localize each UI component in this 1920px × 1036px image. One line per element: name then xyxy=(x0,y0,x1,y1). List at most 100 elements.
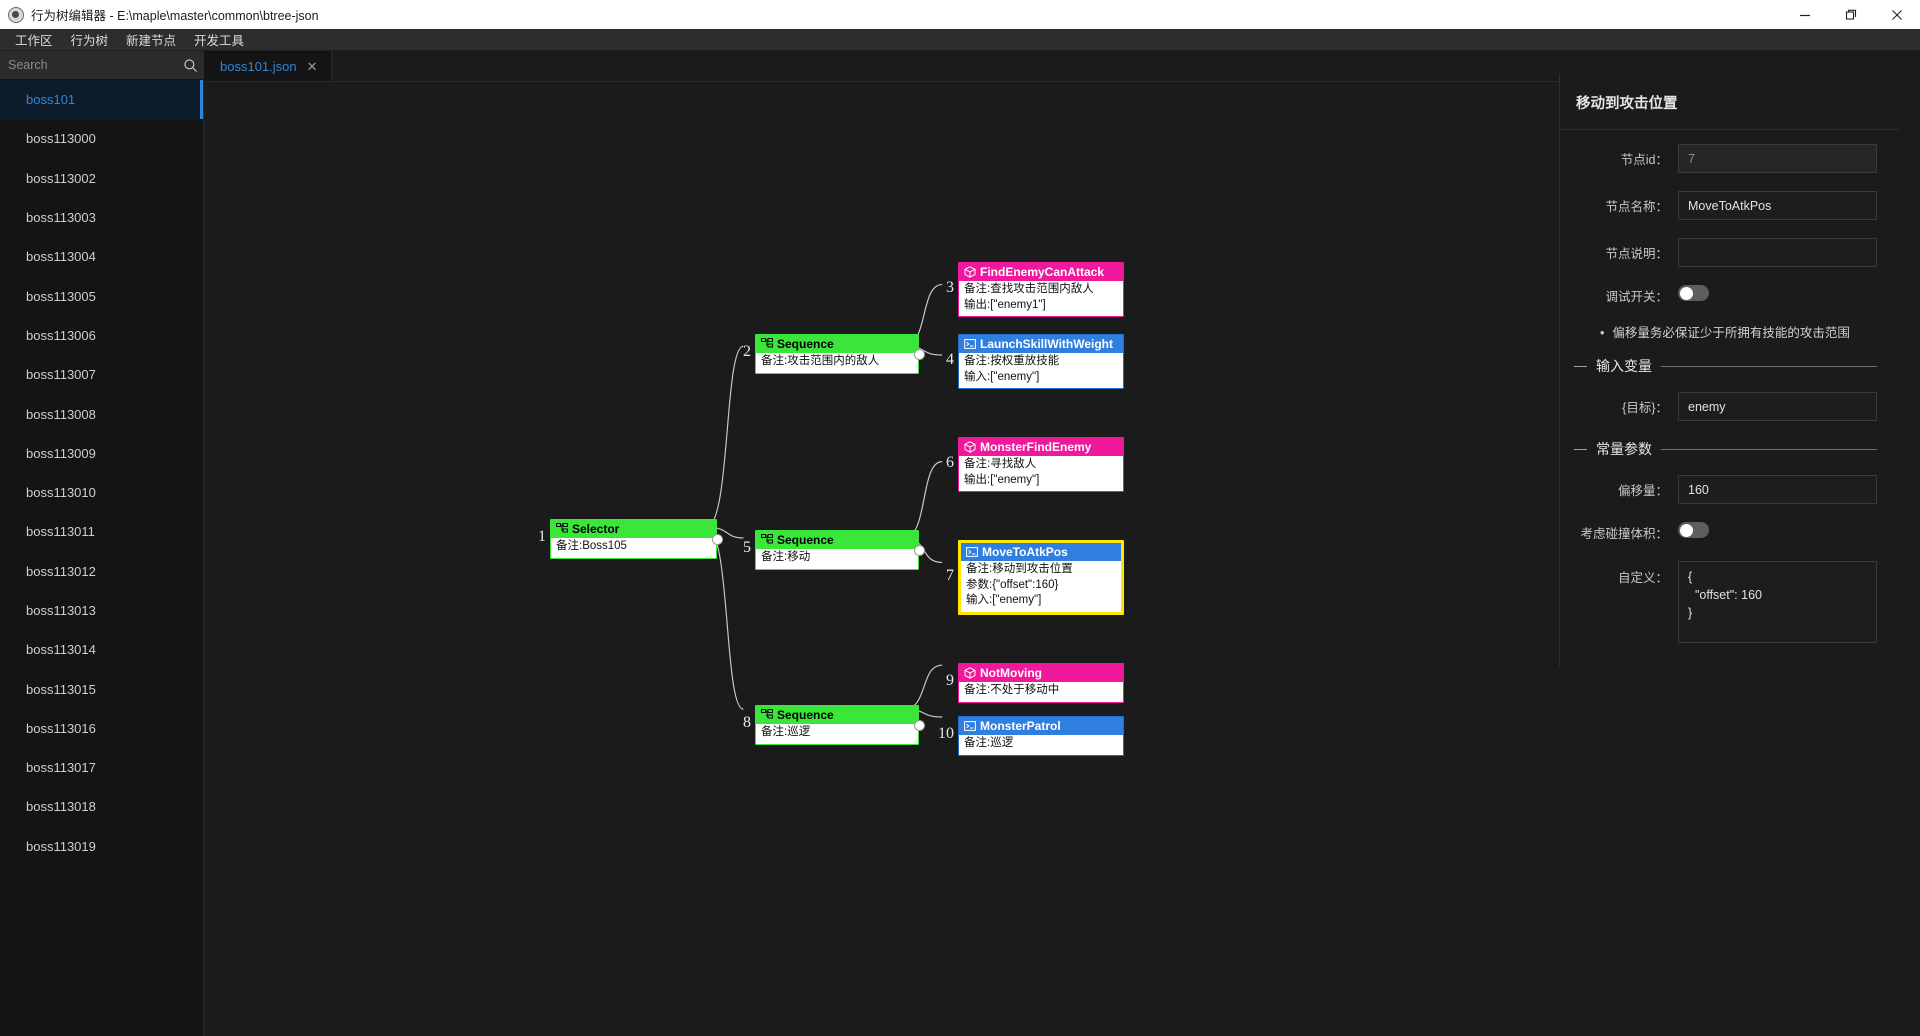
toggle-knob-icon xyxy=(1679,286,1693,300)
condition-icon xyxy=(964,667,976,679)
sidebar-item-boss113019[interactable]: boss113019 xyxy=(0,827,203,866)
node-output-port[interactable] xyxy=(914,720,925,731)
collapse-dash-icon[interactable] xyxy=(1574,365,1587,367)
app-circle-icon xyxy=(8,6,24,23)
tree-node-Sequence[interactable]: Sequence 备注:攻击范围内的敌人 xyxy=(755,334,919,374)
sidebar-item-boss113006[interactable]: boss113006 xyxy=(0,316,203,355)
node-header: MoveToAtkPos xyxy=(961,543,1121,561)
node-title: Selector xyxy=(572,522,620,536)
sidebar-item-boss113013[interactable]: boss113013 xyxy=(0,591,203,630)
sidebar-item-boss113003[interactable]: boss113003 xyxy=(0,198,203,237)
sidebar-item-label: boss113004 xyxy=(26,249,96,265)
node-title: LaunchSkillWithWeight xyxy=(980,337,1114,351)
sidebar-item-boss113016[interactable]: boss113016 xyxy=(0,709,203,748)
collapse-dash-icon[interactable] xyxy=(1574,448,1587,450)
node-index-label: 5 xyxy=(743,539,751,556)
tab-close-icon[interactable]: ✕ xyxy=(306,58,318,74)
node-output-port[interactable] xyxy=(712,534,723,545)
node-header: LaunchSkillWithWeight xyxy=(959,335,1123,353)
sidebar-item-boss113014[interactable]: boss113014 xyxy=(0,630,203,669)
collision-toggle[interactable] xyxy=(1678,522,1709,538)
node-output-port[interactable] xyxy=(914,349,925,360)
menu-item-new-node[interactable]: 新建节点 xyxy=(126,34,177,48)
field-collision: 考虑碰撞体积： xyxy=(1560,522,1899,543)
sidebar-item-label: boss113018 xyxy=(26,799,96,815)
input-target-input[interactable] xyxy=(1678,392,1877,421)
node-body: 备注:移动 xyxy=(756,549,918,569)
sidebar-item-boss113002[interactable]: boss113002 xyxy=(0,159,203,198)
sidebar-item-label: boss113016 xyxy=(26,720,96,736)
sidebar-item-boss113000[interactable]: boss113000 xyxy=(0,119,203,158)
node-title: Sequence xyxy=(777,337,834,351)
node-body: 备注:寻找敌人输出:["enemy"] xyxy=(959,456,1123,491)
sidebar-item-boss113009[interactable]: boss113009 xyxy=(0,434,203,473)
section-input-vars: 输入变量 xyxy=(1560,356,1899,376)
sidebar-item-label: boss113009 xyxy=(26,445,96,461)
node-detail-line: 备注:Boss105 xyxy=(556,540,627,552)
tree-node-Selector[interactable]: Selector 备注:Boss105 xyxy=(550,519,717,559)
sidebar-item-boss113007[interactable]: boss113007 xyxy=(0,355,203,394)
tab-boss101-json[interactable]: boss101.json ✕ xyxy=(204,51,332,81)
sidebar-item-boss113005[interactable]: boss113005 xyxy=(0,276,203,315)
node-id-input xyxy=(1678,144,1877,173)
sidebar-item-label: boss113010 xyxy=(26,485,96,501)
sidebar-item-label: boss113011 xyxy=(26,524,95,540)
sidebar-item-label: boss113002 xyxy=(26,170,96,186)
menu-item-behavior-tree[interactable]: 行为树 xyxy=(70,34,109,48)
section-title: 常量参数 xyxy=(1596,441,1652,457)
node-detail-line: 备注:移动到攻击位置 xyxy=(966,563,1073,575)
menu-item-dev-tools[interactable]: 开发工具 xyxy=(194,34,245,48)
sidebar-item-boss101[interactable]: boss101 xyxy=(0,80,203,120)
sidebar-item-boss113015[interactable]: boss113015 xyxy=(0,669,203,708)
sidebar-item-label: boss113008 xyxy=(26,406,96,422)
sidebar-item-label: boss113015 xyxy=(26,681,96,697)
node-index-label: 1 xyxy=(538,528,546,545)
minimize-icon[interactable] xyxy=(1782,0,1828,29)
close-icon[interactable] xyxy=(1874,0,1920,29)
field-node-desc: 节点说明： xyxy=(1560,238,1899,267)
maximize-icon[interactable] xyxy=(1828,0,1874,29)
node-detail-line: 备注:巡逻 xyxy=(964,737,1014,749)
sidebar-item-boss113010[interactable]: boss113010 xyxy=(0,473,203,512)
node-output-port[interactable] xyxy=(914,545,925,556)
sidebar-item-boss113017[interactable]: boss113017 xyxy=(0,748,203,787)
offset-input[interactable] xyxy=(1678,475,1877,504)
search-input[interactable] xyxy=(0,58,177,72)
tab-bar: boss101.json ✕ xyxy=(204,51,1559,82)
sidebar-item-boss113018[interactable]: boss113018 xyxy=(0,787,203,826)
sidebar-item-boss113012[interactable]: boss113012 xyxy=(0,552,203,591)
node-body: 备注:巡逻 xyxy=(756,724,918,744)
node-header: Sequence xyxy=(756,531,918,549)
note-text: 偏移量务必保证少于所拥有技能的攻击范围 xyxy=(1612,326,1850,340)
search-icon[interactable] xyxy=(177,51,203,80)
node-body: 备注:攻击范围内的敌人 xyxy=(756,353,918,373)
properties-title: 移动到攻击位置 xyxy=(1560,74,1899,130)
node-title: MoveToAtkPos xyxy=(982,545,1068,559)
debug-switch-toggle[interactable] xyxy=(1678,285,1709,301)
custom-json-textarea[interactable]: { "offset": 160 } xyxy=(1678,561,1877,643)
node-desc-input[interactable] xyxy=(1678,238,1877,267)
sidebar-item-boss113008[interactable]: boss113008 xyxy=(0,394,203,433)
tab-label: boss101.json xyxy=(220,58,297,74)
search-row xyxy=(0,51,203,80)
sidebar-item-label: boss113006 xyxy=(26,327,96,343)
condition-icon xyxy=(964,266,976,278)
node-header: Sequence xyxy=(756,335,918,353)
sidebar-item-boss113011[interactable]: boss113011 xyxy=(0,512,203,551)
sidebar-item-boss113004[interactable]: boss113004 xyxy=(0,237,203,276)
node-name-input[interactable] xyxy=(1678,191,1877,220)
node-body: 备注:查找攻击范围内敌人输出:["enemy1"] xyxy=(959,281,1123,316)
collision-label: 考虑碰撞体积： xyxy=(1580,527,1668,541)
node-detail-line: 输入:["enemy"] xyxy=(966,594,1042,606)
menu-item-workspace[interactable]: 工作区 xyxy=(15,34,53,48)
